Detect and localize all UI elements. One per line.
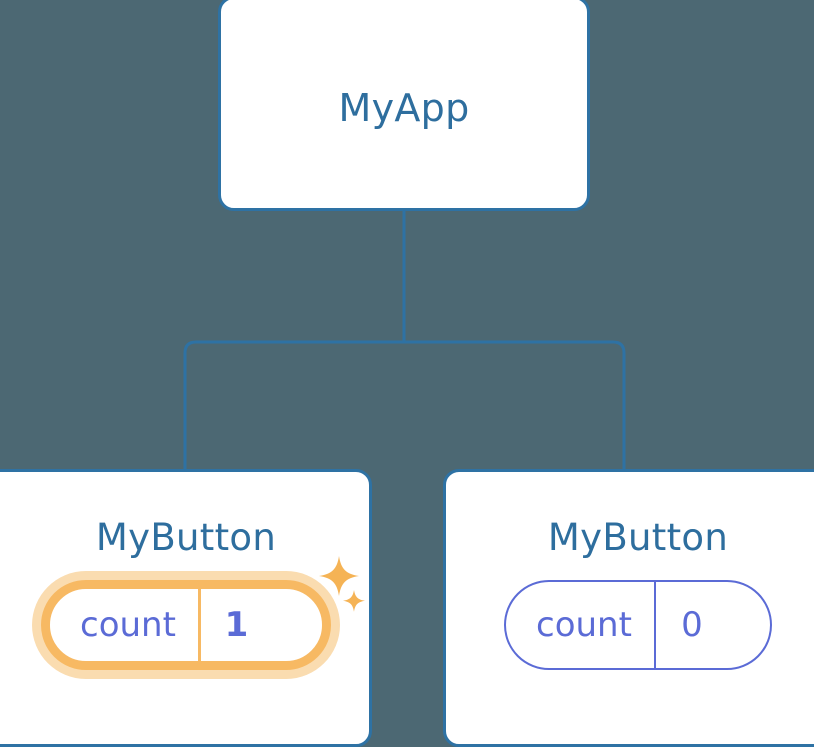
connector-branch-left — [183, 340, 404, 472]
node-card-mybutton-left[interactable]: MyButton count 1 — [0, 469, 372, 747]
state-value-label: 1 — [197, 589, 272, 661]
sparkle-icon-small — [343, 590, 365, 612]
state-key-label: count — [536, 605, 632, 645]
connector-branch-right — [404, 340, 626, 472]
sparkle-icon-large — [319, 556, 359, 596]
state-value-label: 0 — [653, 582, 728, 668]
state-pill-wrapper: count 0 — [504, 580, 772, 670]
state-pill[interactable]: count 0 — [504, 580, 772, 670]
node-card-mybutton-right[interactable]: MyButton count 0 — [443, 469, 814, 747]
state-pill-wrapper: count 1 — [41, 556, 365, 670]
node-title: MyApp — [338, 85, 470, 130]
state-key-label: count — [80, 605, 176, 645]
state-pill-highlighted[interactable]: count 1 — [41, 580, 331, 670]
node-title: MyButton — [95, 516, 277, 559]
node-card-myapp[interactable]: MyApp — [218, 0, 590, 211]
node-title: MyButton — [547, 516, 729, 559]
